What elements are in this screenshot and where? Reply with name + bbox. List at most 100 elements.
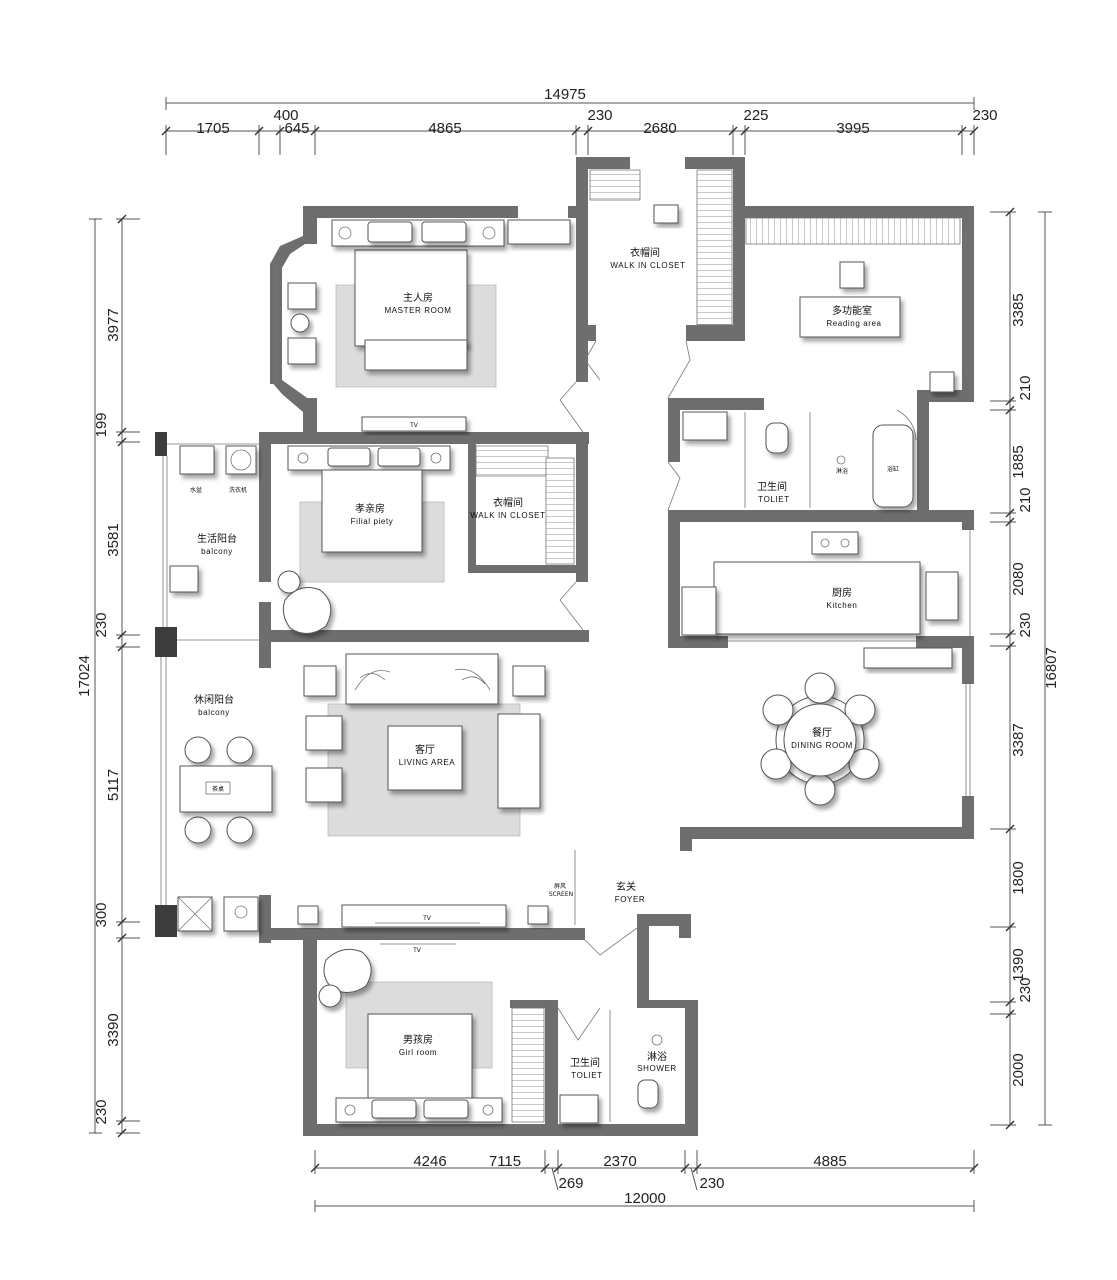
tea-tray [205, 781, 231, 795]
closet1-en: WALK IN CLOSET [610, 261, 685, 270]
walls [155, 157, 974, 1136]
dim-right-2: 210 [1017, 375, 1034, 400]
dim-top-7: 225 [743, 107, 768, 124]
master-bed-footer [364, 339, 468, 371]
tea-table-rect [179, 765, 273, 813]
living-tv-wall: TV TV 屏风 SCREEN 玄关 FOYER [297, 880, 646, 954]
balcony-leisure: 茶桌 休闲阳台 balcony [177, 693, 273, 932]
door-swings [557, 340, 917, 1041]
dim-bottom-total: 12000 [624, 1190, 666, 1207]
tea-stool-4 [226, 816, 254, 844]
dining-table-top [783, 703, 857, 777]
reading-area: 多功能室 Reading area [799, 261, 955, 393]
dining-chair-5 [760, 748, 792, 780]
kitchen-cn: 厨房 [832, 586, 852, 599]
master-chair-2 [287, 337, 317, 365]
window-lines [160, 230, 971, 925]
stove-burner-right-icon [840, 538, 850, 548]
master-wardrobe [507, 219, 571, 245]
dimension-bottom: 4246 7115 2370 4885 269 230 12000 [310, 1150, 979, 1212]
dining-room: 餐厅 DINING ROOM [760, 647, 953, 806]
master-bed [354, 249, 468, 347]
toilet-1: 淋浴 浴缸 卫生间 TOLIET [682, 411, 914, 508]
balcony-cabinet [169, 565, 199, 593]
dim-right-7: 3387 [1010, 723, 1027, 756]
dim-right-3: 1885 [1010, 445, 1027, 478]
balcony-sink [179, 445, 215, 475]
dim-right-4: 210 [1017, 487, 1034, 512]
screen-en: SCREEN [549, 891, 573, 898]
dining-chair-6 [762, 694, 794, 726]
tea-stool-1 [184, 736, 212, 764]
foyer-en: FOYER [615, 895, 646, 904]
tea-table-label: 茶桌 [212, 785, 224, 793]
reading-corner-table [929, 371, 955, 393]
dim-right-6: 230 [1017, 612, 1034, 637]
tv-side-right [527, 905, 549, 925]
toilet2-vanity [559, 1094, 599, 1124]
girl-room: 男孩房 Girl room [318, 948, 503, 1123]
toilet2-cn: 卫生间 [570, 1056, 600, 1069]
stove [811, 531, 859, 555]
toilet1-en: TOLIET [758, 495, 789, 504]
dim-right-9: 1390 [1010, 948, 1027, 981]
master-pillow-left [367, 221, 413, 243]
living-tv-cabinet [341, 904, 507, 928]
washer-drum-icon [230, 449, 252, 471]
closet1-stool [653, 204, 679, 224]
dim-top-5: 230 [587, 107, 612, 124]
master-room-en: MASTER ROOM [384, 306, 451, 315]
filial-lamp-left-icon [297, 452, 309, 464]
toilet1-vanity [682, 411, 728, 441]
closet2-cn: 衣帽间 [493, 496, 523, 509]
tea-stool-3 [184, 816, 212, 844]
girl-armchair [323, 948, 372, 993]
filial-lamp-right-icon [430, 452, 442, 464]
shower-cn: 淋浴 [647, 1050, 667, 1063]
kitchen-sink [925, 571, 959, 621]
dining-chair-2 [844, 694, 876, 726]
reading-shelf [745, 217, 961, 245]
balcony1-en: balcony [201, 547, 233, 556]
dining-chair-4 [804, 774, 836, 806]
toilet1-wc [765, 422, 789, 454]
dim-right-5: 2080 [1010, 562, 1027, 595]
dimension-right: 16807 [990, 207, 1060, 1130]
dim-left-6: 300 [93, 902, 110, 927]
closet-shelf-1 [589, 169, 641, 201]
filial-pillow-left [327, 447, 371, 467]
balcony-utility: 水盆 洗衣机 生活阳台 balcony [169, 445, 257, 593]
girl-shelf [511, 1007, 545, 1123]
coffee-table [387, 725, 463, 791]
shower-small-label: 淋浴 [836, 467, 848, 475]
toilet2-wc [637, 1079, 659, 1109]
master-lamp-right-icon [482, 226, 496, 240]
basin-icon [234, 905, 248, 919]
master-room: TV 主人房 MASTER ROOM [287, 219, 571, 432]
dim-bottom-3: 2370 [603, 1153, 636, 1170]
dining-chair-1 [804, 672, 836, 704]
balcony1-cn: 生活阳台 [197, 532, 237, 545]
dim-top-4: 4865 [428, 120, 461, 137]
kitchen-island [713, 561, 921, 635]
chaise-sofa [497, 713, 541, 809]
shower2-head-icon [651, 1034, 663, 1046]
living-area: 客厅 LIVING AREA [303, 653, 546, 837]
dim-left-2: 199 [93, 412, 110, 437]
girl-en: Girl room [399, 1048, 437, 1057]
bathtub-label: 浴缸 [887, 465, 899, 473]
living-en: LIVING AREA [399, 758, 455, 767]
dim-left-1: 3977 [105, 308, 122, 341]
kitchen-en: Kitchen [827, 601, 858, 610]
reading-cn: 多功能室 [832, 304, 872, 317]
screen-cn: 屏风 [554, 883, 566, 890]
toilet-2: 卫生间 TOLIET 淋浴 SHOWER [559, 1010, 677, 1124]
dim-top-total: 14975 [544, 86, 586, 103]
dim-top-1: 1705 [196, 120, 229, 137]
living-cn: 客厅 [415, 743, 435, 756]
dim-left-7: 3390 [105, 1013, 122, 1046]
dimension-left: 17024 3977 199 3581 230 5117 [76, 214, 140, 1138]
dim-left-4: 230 [93, 612, 110, 637]
shower-en: SHOWER [637, 1064, 677, 1073]
dim-right-10: 230 [1017, 977, 1034, 1002]
